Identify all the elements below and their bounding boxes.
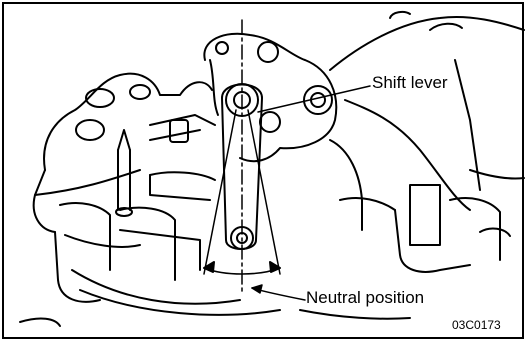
lower-casing <box>19 139 511 327</box>
neutral-position-label: Neutral position <box>306 288 425 307</box>
neutral-indicator <box>203 19 281 296</box>
leader-lines <box>251 85 371 301</box>
figure-frame <box>2 2 524 339</box>
housing-outline <box>329 10 525 211</box>
valve-body <box>32 72 216 303</box>
shift-lever-label: Shift lever <box>372 73 448 92</box>
figure-code: 03C0173 <box>452 318 501 332</box>
